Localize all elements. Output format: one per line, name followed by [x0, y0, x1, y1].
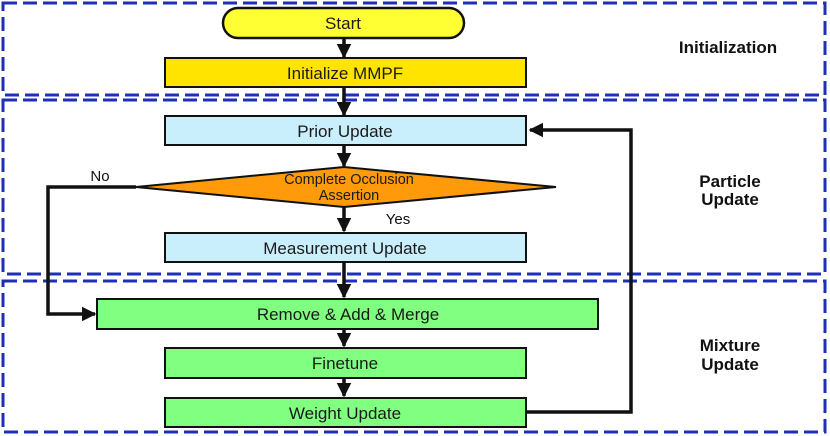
section-initialization-box — [1, 1, 827, 97]
node-init-mmpf-label: Initialize MMPF — [287, 64, 403, 83]
node-finetune-shape — [164, 347, 527, 379]
edge-label-yes: Yes — [386, 211, 410, 228]
node-measurement-update-shape — [164, 232, 527, 263]
section-label-particle-update-line1: Particle — [699, 172, 760, 191]
section-label-particle-update-line2: Update — [701, 190, 759, 209]
section-particle-update-box — [1, 98, 827, 276]
node-occlusion-label-line2: Assertion — [319, 188, 379, 204]
node-prior-update-label: Prior Update — [297, 122, 392, 141]
node-init-mmpf: Initialize MMPF — [164, 57, 527, 88]
node-remove-add-merge-shape — [96, 298, 599, 330]
node-occlusion-decision: Complete Occlusion Assertion — [135, 165, 557, 209]
node-finetune-label: Finetune — [312, 354, 378, 373]
section-label-initialization: Initialization — [679, 38, 777, 57]
node-weight-update-label: Weight Update — [289, 404, 401, 423]
section-label-mixture-update-line2: Update — [701, 355, 759, 374]
node-init-mmpf-shape — [164, 57, 527, 88]
node-prior-update: Prior Update — [164, 115, 527, 146]
edges — [46, 38, 633, 414]
section-label-mixture-update-line1: Mixture — [700, 336, 760, 355]
node-prior-update-shape — [164, 115, 527, 146]
node-measurement-update: Measurement Update — [164, 232, 527, 263]
node-remove-add-merge: Remove & Add & Merge — [96, 298, 599, 330]
node-start: Start — [221, 6, 466, 40]
node-weight-update-shape — [164, 397, 527, 428]
node-measurement-update-label: Measurement Update — [263, 239, 426, 258]
node-start-label: Start — [325, 14, 361, 33]
section-mixture-update-box — [1, 279, 827, 434]
node-weight-update: Weight Update — [164, 397, 527, 428]
edge-weight-loop-to-prior — [526, 122, 633, 414]
node-finetune: Finetune — [164, 347, 527, 379]
edge-decision-no-to-remove — [46, 185, 136, 322]
node-occlusion-decision-shape — [135, 165, 557, 209]
node-start-shape — [221, 6, 466, 40]
node-remove-add-merge-label: Remove & Add & Merge — [257, 305, 439, 324]
edge-label-no: No — [90, 168, 109, 185]
node-occlusion-label-line1: Complete Occlusion — [284, 172, 414, 188]
